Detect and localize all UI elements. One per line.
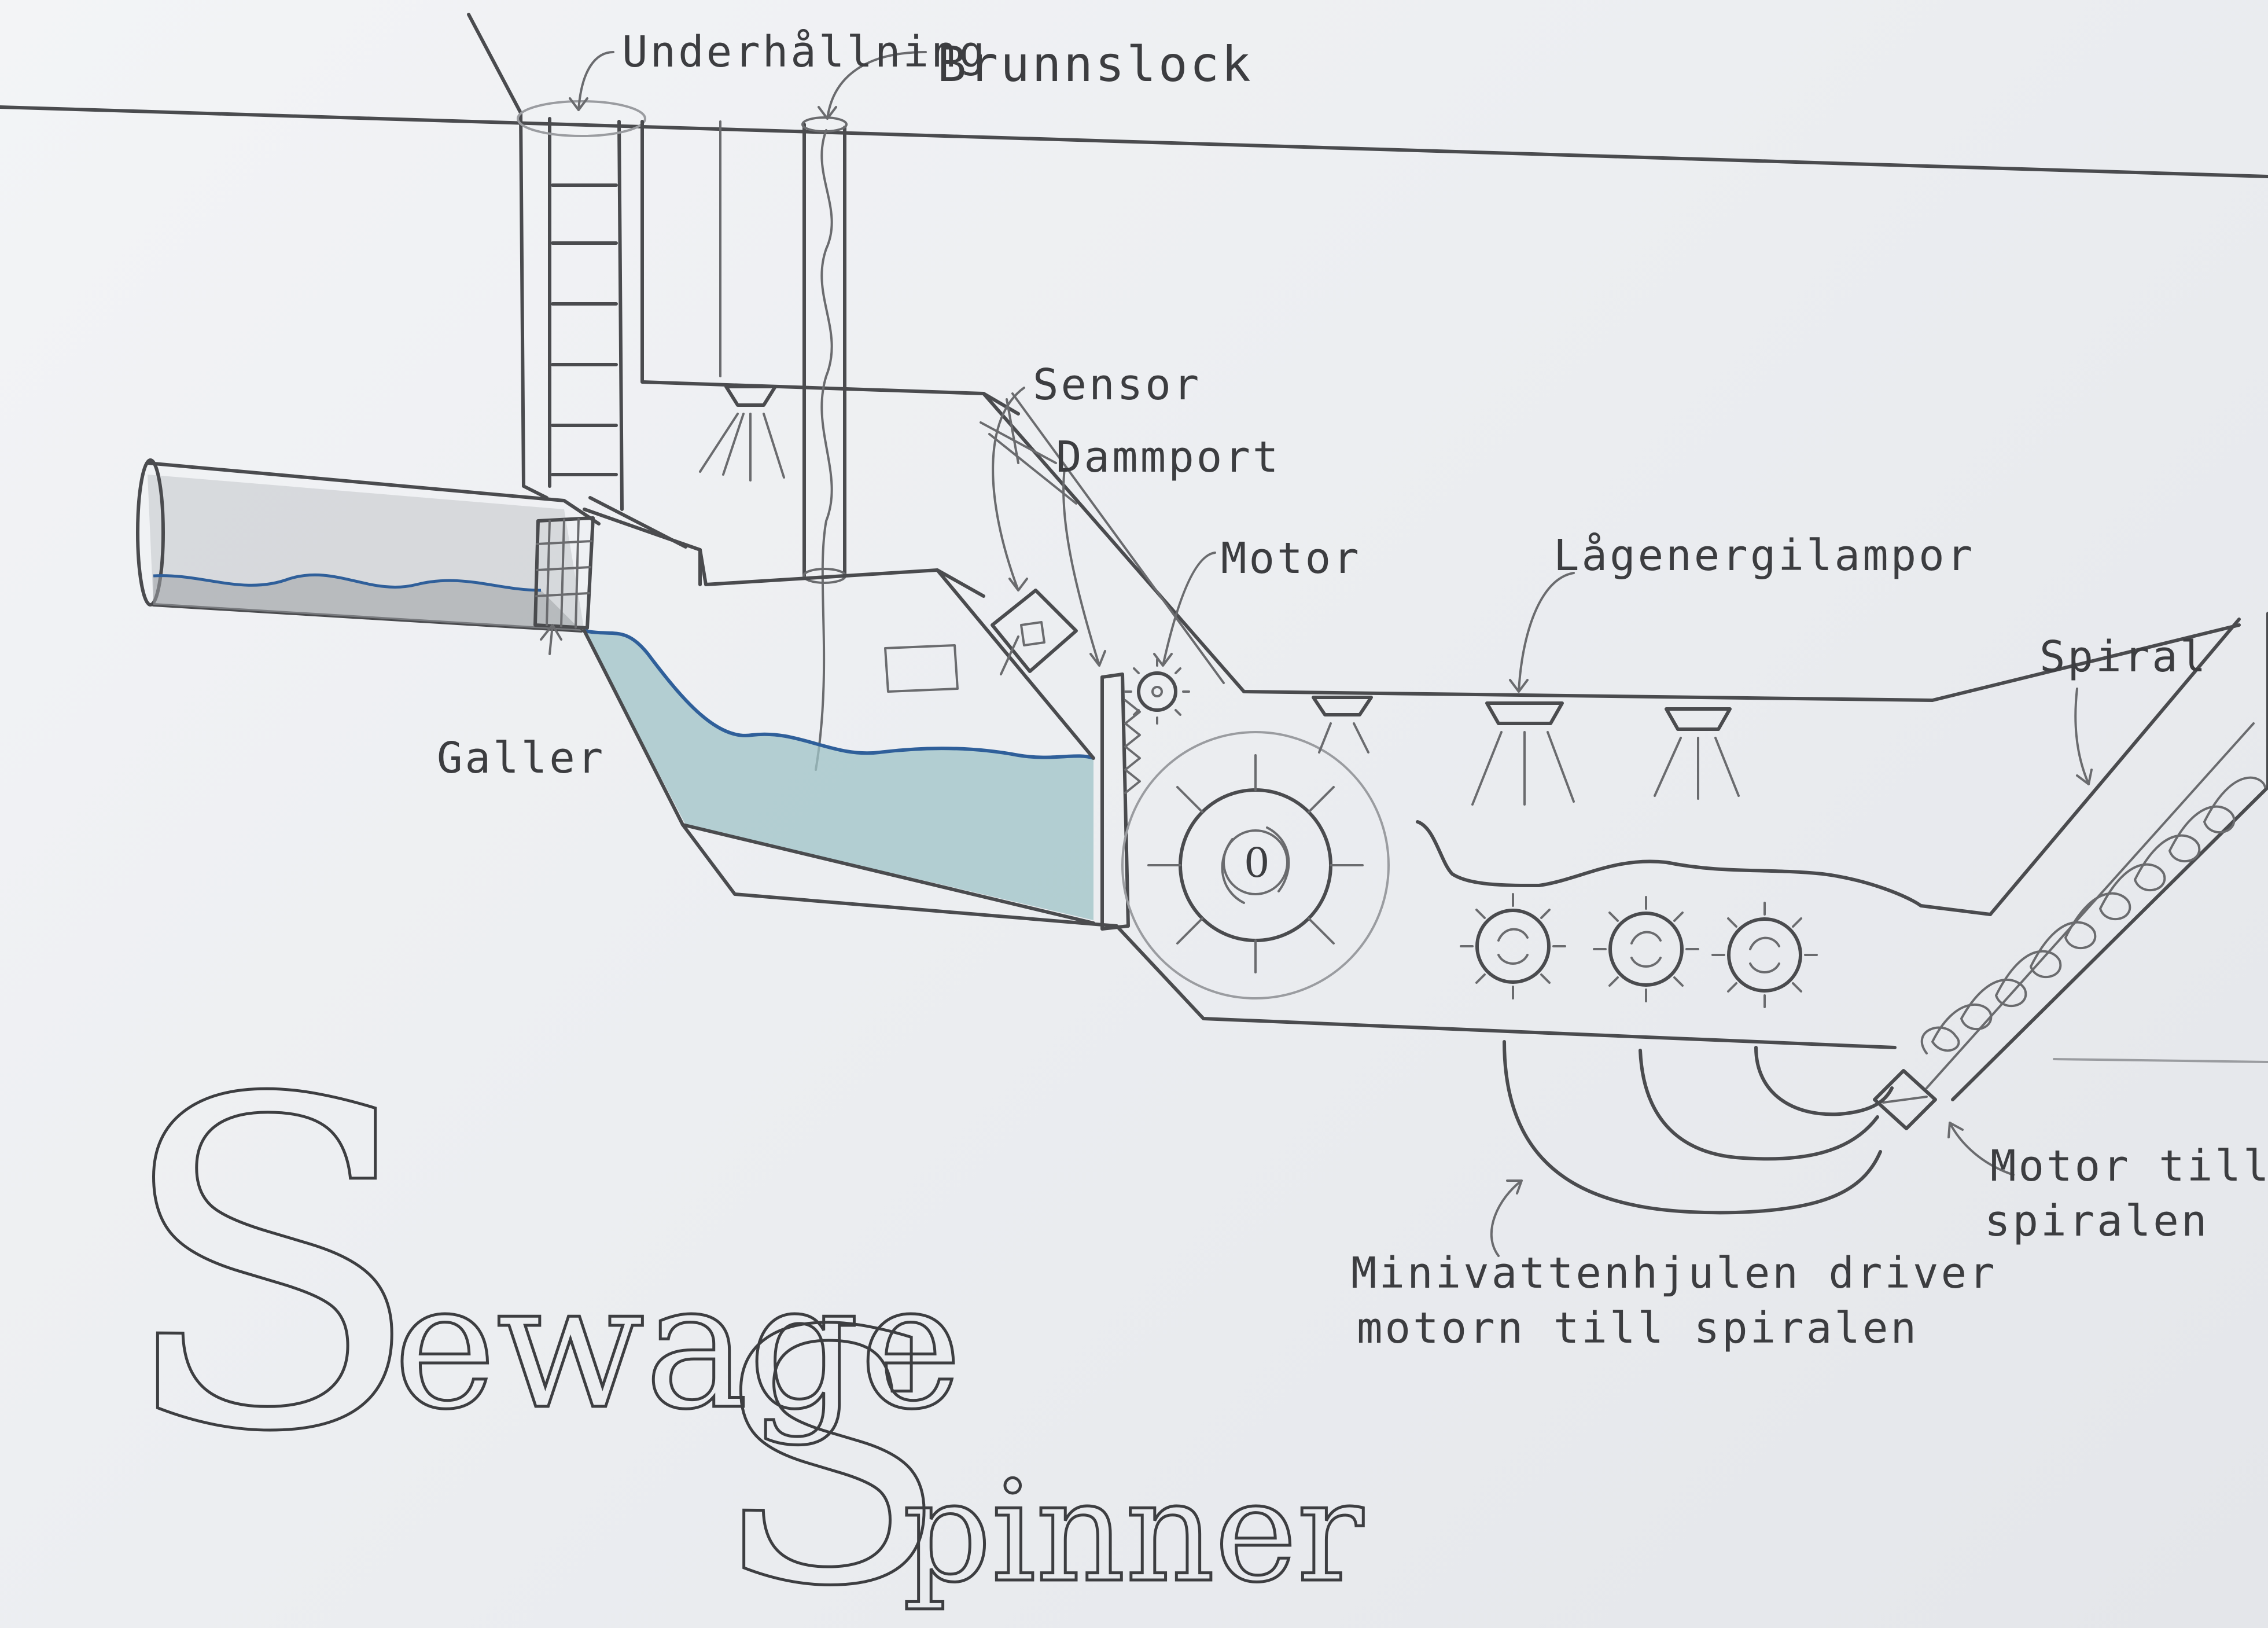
label-minivattenhjulen-2: motorn till spiralen bbox=[1357, 1303, 1919, 1353]
water-wheel: 0 bbox=[1121, 731, 1390, 999]
inlet-pipe bbox=[136, 458, 601, 633]
label-lagenergilampor: Lågenergilampor bbox=[1553, 531, 1975, 580]
spiral-motor bbox=[1873, 1069, 1937, 1130]
manhole-pipe bbox=[801, 116, 848, 771]
label-dammport: Dammport bbox=[1056, 432, 1280, 482]
mini-wheel-3 bbox=[1711, 902, 1818, 1008]
title-ewage: ewage bbox=[393, 1245, 962, 1447]
grating bbox=[533, 516, 595, 630]
svg-text:0: 0 bbox=[1244, 839, 1270, 887]
mini-wheel-1 bbox=[1460, 893, 1566, 999]
lower-baseline bbox=[2053, 1058, 2268, 1063]
spiral-conveyor bbox=[1921, 612, 2268, 1101]
lamp-3 bbox=[1654, 707, 1740, 800]
label-sensor: Sensor bbox=[1033, 360, 1201, 410]
title-pinner: pinner bbox=[903, 1451, 1364, 1613]
label-galler: Galler bbox=[437, 733, 605, 783]
sensor-box bbox=[991, 589, 1078, 675]
label-brunnslock: Brunnslock bbox=[937, 36, 1253, 93]
main-channel bbox=[982, 392, 2241, 1049]
label-motor: Motor bbox=[1221, 534, 1361, 583]
mini-wheel-2 bbox=[1593, 896, 1699, 1002]
label-motor-till-spiralen-1: Motor till bbox=[1990, 1141, 2268, 1191]
label-spiral: Spiral bbox=[2039, 632, 2208, 682]
title-s2: S bbox=[712, 1258, 949, 1628]
label-motor-till-spiralen-2: spiralen bbox=[1985, 1196, 2209, 1246]
settling-tank bbox=[583, 496, 1118, 928]
lamp-2 bbox=[1471, 701, 1575, 806]
drive-belts bbox=[1503, 1040, 1894, 1215]
label-minivattenhjulen-1: Minivattenhjulen driver bbox=[1351, 1248, 1997, 1298]
title: S ewage S pinner bbox=[115, 1004, 1365, 1628]
title-s1: S bbox=[116, 1005, 425, 1530]
chamber-lamp bbox=[699, 385, 785, 482]
maintenance-shaft bbox=[467, 13, 1020, 511]
annotation-arrows bbox=[540, 51, 2093, 1257]
label-underhallning: Underhållning bbox=[622, 27, 987, 77]
dam-gate bbox=[1100, 672, 1141, 931]
lamp-1 bbox=[1312, 696, 1373, 754]
gear-motor bbox=[1124, 659, 1190, 725]
ground-line bbox=[0, 105, 2268, 178]
